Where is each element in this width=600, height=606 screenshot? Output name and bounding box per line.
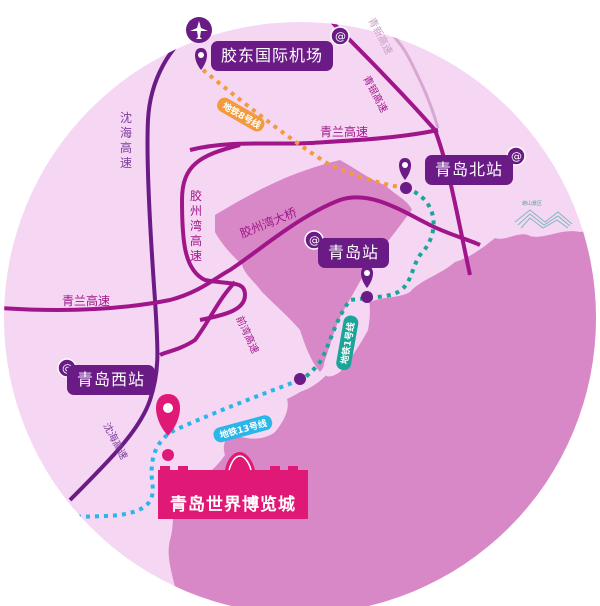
metro-tag-1: 地铁1号线 — [336, 315, 359, 371]
svg-text:@: @ — [511, 150, 522, 163]
svg-text:@: @ — [309, 234, 320, 247]
metro-line-13 — [39, 378, 301, 522]
jiaozhou-bay — [215, 160, 412, 372]
airport-icon[interactable] — [186, 17, 212, 43]
destination-dot — [162, 449, 174, 461]
rail-station-icon: @ — [330, 26, 350, 46]
svg-text:@: @ — [335, 30, 346, 43]
expo-building-icon — [158, 452, 308, 492]
destination-pin-icon[interactable] — [156, 394, 180, 436]
location-pin-icon[interactable] — [195, 48, 207, 70]
road-label-shenhai-upper: 沈海高速 — [120, 110, 132, 170]
metro-line-8 — [201, 68, 407, 190]
location-pin-icon[interactable] — [399, 158, 411, 180]
road-qianwan — [158, 280, 237, 357]
metro-stop-transfer — [294, 373, 306, 385]
location-pin-icon[interactable] — [361, 266, 373, 288]
mountain-icon — [514, 209, 573, 229]
scenic-area-label: 崂山景区 — [522, 200, 542, 207]
station-label-airport[interactable]: 胶东国际机场 — [211, 41, 334, 71]
road-jiaozhouwan-expy — [179, 143, 248, 322]
metro-stop-qingdao-north — [400, 182, 412, 194]
station-label-qingdao-west[interactable]: 青岛西站 — [67, 365, 156, 395]
road-label-qinglan-top: 青兰高速 — [320, 124, 368, 139]
road-shenhai — [68, 28, 197, 502]
station-label-qingdao-north[interactable]: 青岛北站 — [425, 155, 514, 185]
metro-stop-qingdao — [361, 291, 373, 303]
road-qinglan-left — [4, 195, 481, 312]
destination-label[interactable]: 青岛世界博览城 — [158, 491, 308, 519]
station-label-qingdao[interactable]: 青岛站 — [318, 238, 390, 268]
road-qinglan-top — [189, 128, 439, 152]
road-label-qinglan-left: 青兰高速 — [62, 293, 110, 308]
road-label-jiaozhouwan-expy: 胶州湾高速 — [190, 188, 202, 263]
